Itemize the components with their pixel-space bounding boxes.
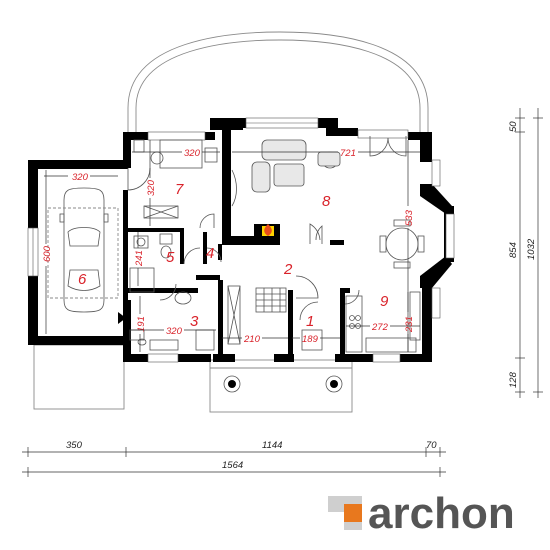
archon-logo-icon	[328, 496, 362, 530]
room-1-width: 189	[302, 334, 319, 345]
room-number-7: 7	[175, 181, 184, 198]
archon-logo: archon	[328, 489, 515, 538]
dim-middle: 1144	[262, 440, 282, 451]
room-3-width: 320	[166, 326, 183, 337]
room-6-width: 320	[72, 172, 89, 183]
furniture	[47, 139, 425, 393]
room-number-9: 9	[380, 293, 389, 310]
room-8-width: 721	[340, 148, 356, 159]
room-7-depth: 320	[146, 179, 157, 196]
vertical-dimensions: 50 854 1032 128	[508, 108, 543, 398]
room-number-4: 4	[206, 245, 214, 262]
dim-total: 1564	[222, 460, 243, 471]
hall-width: 210	[243, 334, 261, 345]
room-number-2: 2	[283, 261, 293, 278]
room-number-5: 5	[166, 249, 175, 266]
room-6-depth: 600	[42, 245, 53, 262]
room-numbers: 1 2 3 4 5 6 7 8 9	[78, 181, 389, 330]
dim-top: 50	[508, 121, 519, 132]
terrace-outline	[127, 31, 429, 132]
room-9-depth: 231	[404, 316, 415, 333]
room-dimensions: 320 600 320 320 721 533 241 191 320 210 …	[42, 140, 420, 352]
room-5-depth: 241	[134, 250, 145, 267]
windows	[27, 117, 455, 363]
dim-bottom: 128	[508, 371, 519, 388]
room-7-width: 320	[184, 148, 201, 159]
room-3-depth: 191	[136, 316, 147, 332]
dim-vertical-middle: 854	[508, 242, 519, 258]
room-number-8: 8	[322, 193, 331, 210]
room-number-3: 3	[190, 313, 199, 330]
staircase	[255, 287, 287, 313]
dim-vertical-total: 1032	[526, 238, 537, 260]
dim-right: 70	[426, 440, 437, 451]
room-number-6: 6	[78, 271, 87, 288]
horizontal-dimensions: 350 1144 70 1564	[22, 440, 446, 477]
dim-left: 350	[66, 440, 83, 451]
logo-brand: archon	[368, 489, 515, 538]
room-8-depth: 533	[404, 209, 415, 226]
room-number-1: 1	[306, 313, 314, 330]
room-9-width: 272	[371, 322, 389, 333]
walls	[28, 118, 454, 362]
